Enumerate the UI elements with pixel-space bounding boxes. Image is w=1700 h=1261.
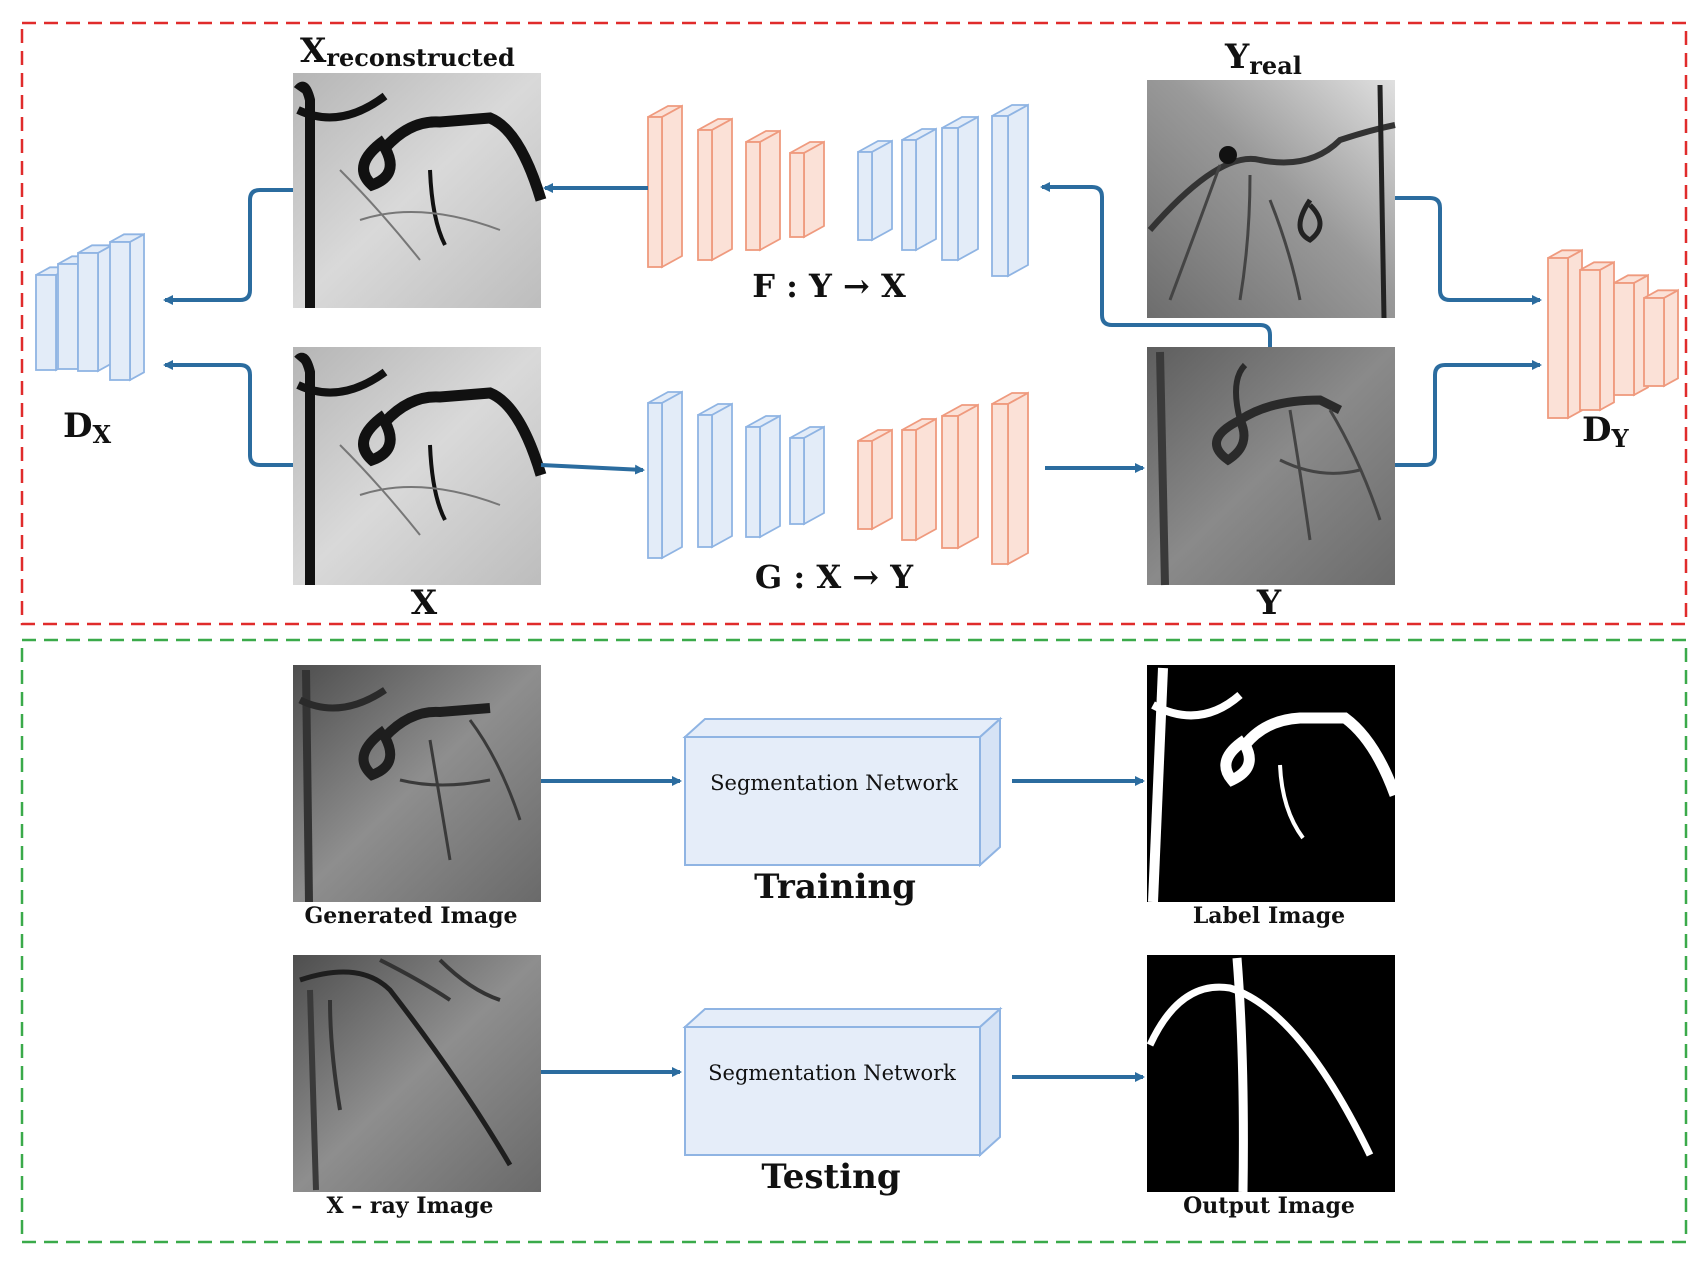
g-block-6 (901, 417, 937, 542)
f-block-2 (697, 117, 733, 262)
xray-image (293, 955, 541, 1192)
x-reconstructed-label: Xreconstructed (300, 31, 515, 72)
seg-network-train-label: Segmentation Network (710, 771, 958, 795)
f-block-1 (647, 104, 683, 269)
top-panel-border (20, 21, 1688, 626)
dy-block-2 (1579, 260, 1615, 412)
x-image (293, 347, 547, 585)
f-block-7 (941, 115, 979, 262)
g-mapping-label: G : X → Y (755, 558, 914, 596)
dy-block-3 (1613, 273, 1649, 397)
arrow-y-to-f (1040, 182, 1272, 347)
g-block-7 (941, 403, 979, 550)
xray-image-label: X – ray Image (327, 1193, 494, 1219)
f-block-6 (901, 127, 937, 252)
y-real-image (1147, 80, 1396, 319)
dx-block-3 (77, 243, 113, 373)
arrow-x-to-dx (163, 360, 293, 467)
testing-label: Testing (761, 1157, 900, 1197)
x-label: X (411, 583, 438, 623)
y-image (1147, 347, 1395, 586)
g-block-1 (647, 390, 683, 560)
label-image (1147, 665, 1401, 903)
generated-image-label: Generated Image (304, 903, 517, 929)
generated-image (293, 665, 541, 903)
seg-network-train-box: Segmentation Network (682, 716, 1003, 868)
g-block-4 (789, 425, 825, 526)
arrow-x-to-g (540, 463, 645, 475)
seg-network-test-label: Segmentation Network (708, 1061, 956, 1085)
dy-block-4 (1643, 288, 1679, 388)
dx-label: DX (63, 406, 111, 449)
arrow-yreal-to-dy (1395, 196, 1542, 305)
f-mapping-label: F : Y → X (752, 267, 906, 305)
f-block-3 (745, 129, 781, 252)
network-blocks (35, 103, 1679, 566)
f-block-8 (991, 103, 1029, 278)
label-image-label: Label Image (1193, 903, 1345, 929)
g-block-8 (991, 391, 1029, 566)
training-label: Training (754, 867, 916, 907)
f-block-4 (789, 140, 825, 239)
g-block-2 (697, 402, 733, 549)
dy-label: DY (1582, 410, 1629, 453)
seg-network-test-box: Segmentation Network (682, 1006, 1003, 1158)
bottom-panel-border (20, 638, 1688, 1244)
x-reconstructed-image (293, 73, 547, 308)
dy-block-1 (1547, 248, 1583, 420)
arrow-xrec-to-dx (163, 188, 293, 305)
dx-block-4 (109, 232, 145, 382)
output-image (1146, 955, 1395, 1193)
flow-arrows (163, 182, 1542, 1082)
f-block-5 (857, 139, 893, 242)
arrow-y-to-dy (1395, 360, 1542, 467)
output-image-label: Output Image (1183, 1193, 1355, 1219)
y-label: Y (1256, 583, 1282, 623)
g-block-3 (745, 414, 781, 539)
g-block-5 (857, 428, 893, 531)
y-real-label: Yreal (1224, 37, 1302, 80)
